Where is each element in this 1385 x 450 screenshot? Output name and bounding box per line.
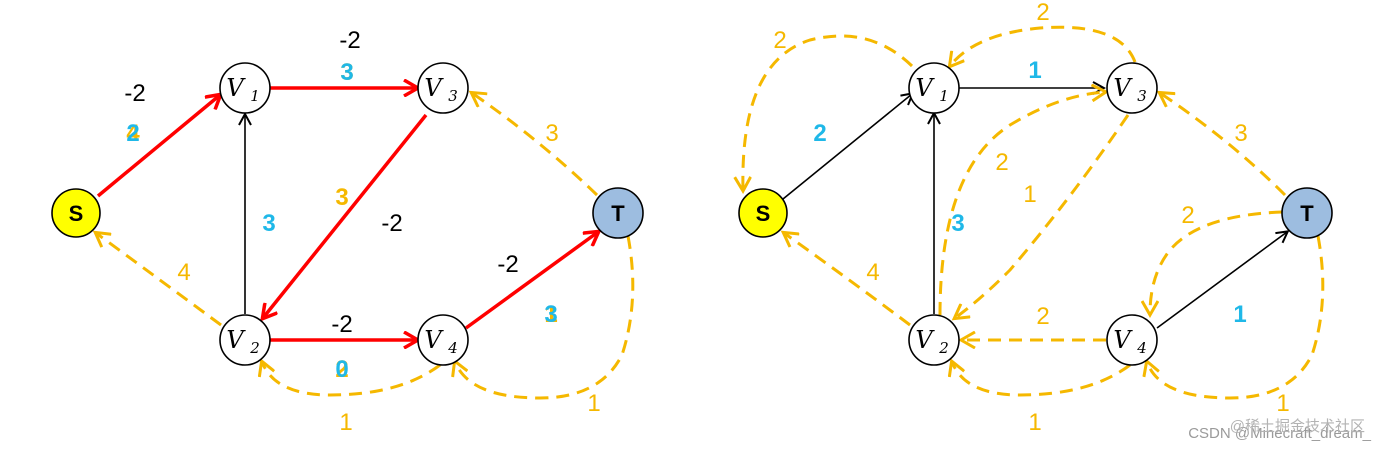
label-v2-v4-cap-a: 2 — [335, 356, 348, 383]
edge-r-v4-v2-low-dashed — [952, 362, 1131, 397]
svg-text:V: V — [1113, 74, 1133, 102]
edge-s-v1 — [96, 95, 220, 198]
svg-text:3: 3 — [1137, 87, 1147, 105]
label-s-v1-cap-a: 4 — [126, 120, 140, 147]
svg-text:1: 1 — [939, 87, 949, 105]
label-v4-t-cap-a: 1 — [544, 301, 557, 328]
node-t: T — [592, 187, 644, 239]
label-r-t-v4-low-cap: 1 — [1276, 390, 1289, 417]
svg-text:1: 1 — [250, 87, 260, 105]
label-v2-s-cap: 4 — [177, 259, 190, 286]
svg-text:V: V — [915, 74, 935, 102]
edge-t-v4-dashed — [455, 235, 635, 400]
label-v4-v2-cap: 1 — [339, 409, 352, 436]
label-r-v2-v1-cap: 3 — [951, 210, 964, 237]
edge-r-s-v1 — [782, 94, 912, 200]
svg-text:V: V — [1113, 326, 1133, 354]
edge-v4-v2-dashed — [262, 362, 441, 397]
node-r-t: T — [1281, 187, 1333, 239]
edge-t-v3-dashed — [472, 93, 599, 197]
label-r-t-v4-cap: 2 — [1181, 202, 1194, 229]
svg-text:2: 2 — [249, 339, 260, 357]
node-r-s: S — [738, 188, 788, 238]
node-v2: V 2 — [219, 314, 271, 366]
svg-text:4: 4 — [1136, 339, 1147, 357]
svg-text:4: 4 — [447, 339, 458, 357]
edge-r-v1-s-dashed — [743, 34, 914, 190]
node-r-v4: V 4 — [1106, 314, 1158, 366]
label-r-v4-v2-cap: 2 — [1036, 303, 1049, 330]
svg-text:2: 2 — [938, 339, 949, 357]
node-v3: V 3 — [417, 62, 469, 114]
node-v1: V 1 — [219, 62, 271, 114]
label-v1-v3-cost: -2 — [339, 27, 360, 54]
node-v4: V 4 — [417, 314, 469, 366]
graph-right: S V 1 V 3 V 2 V 4 T 2 1 3 1 2 — [738, 0, 1333, 436]
label-v3-v2-cap-a: 3 — [335, 184, 348, 211]
svg-text:T: T — [1300, 201, 1314, 226]
edge-r-v2-v3-dashed — [938, 92, 1105, 316]
label-v2-v4-cap-b: 0 — [335, 356, 348, 383]
svg-text:S: S — [756, 201, 771, 226]
edge-r-t-v4-dashed — [1150, 210, 1283, 314]
edge-v4-t — [464, 232, 598, 330]
svg-text:V: V — [226, 74, 246, 102]
node-r-v2: V 2 — [908, 314, 960, 366]
label-r-t-v3-cap: 3 — [1234, 120, 1247, 147]
node-s: S — [51, 188, 101, 238]
edge-v3-v2 — [263, 113, 428, 318]
edge-v2-s-dashed — [96, 233, 222, 327]
edge-r-t-v4-low-dashed — [1147, 235, 1325, 400]
label-v1-v3-cap-a: 3 — [340, 59, 353, 86]
svg-text:V: V — [424, 326, 444, 354]
svg-text:V: V — [424, 74, 444, 102]
label-r-v4-v2-low-cap: 1 — [1028, 409, 1041, 436]
edge-r-v2-s-dashed — [784, 233, 911, 327]
svg-text:V: V — [915, 326, 935, 354]
watermark-text: CSDN @Minecraft_dream_ — [1188, 425, 1371, 442]
svg-text:V: V — [226, 326, 246, 354]
label-t-v3-cap: 3 — [545, 120, 558, 147]
label-t-v4-cap: 1 — [587, 390, 600, 417]
svg-text:T: T — [611, 201, 625, 226]
label-r-v1-v3-cap: 1 — [1028, 57, 1041, 84]
label-r-v3-v1-cap: 2 — [1036, 0, 1049, 26]
label-v2-v1-cap: 3 — [262, 210, 275, 237]
label-r-s-v1-cap: 2 — [813, 120, 826, 147]
node-r-v3: V 3 — [1106, 62, 1158, 114]
svg-text:3: 3 — [448, 87, 458, 105]
label-v1-v3-cap-b: 3 — [340, 59, 353, 86]
node-r-v1: V 1 — [908, 62, 960, 114]
label-r-v4-t-cap: 1 — [1233, 301, 1246, 328]
label-r-v2-v3-cap: 2 — [995, 149, 1008, 176]
edge-r-v3-v1-dashed — [950, 25, 1137, 66]
label-r-v3-v2-cap: 1 — [1023, 181, 1036, 208]
label-v4-t-cost: -2 — [497, 251, 518, 278]
watermark: CSDN @Minecraft_dream_ @稀土掘金技术社区 — [1188, 418, 1371, 442]
label-v4-t-cap-b: 3 — [544, 301, 557, 328]
label-r-v2-s-cap: 4 — [866, 259, 879, 286]
label-v3-v2-cost: -2 — [381, 210, 402, 237]
graph-left: S V 1 V 3 V 2 V 4 T -2 4 2 -2 — [51, 27, 644, 436]
label-v2-v4-cost: -2 — [331, 311, 352, 338]
edge-r-v3-v2-dashed — [955, 114, 1130, 318]
svg-text:S: S — [69, 201, 84, 226]
edge-r-t-v3-dashed — [1160, 93, 1287, 197]
label-s-v1-cost: -2 — [124, 80, 145, 107]
label-s-v1-cap-b: 2 — [126, 120, 139, 147]
watermark-overlay-text: @稀土掘金技术社区 — [1229, 418, 1365, 435]
edge-r-v4-t — [1156, 232, 1287, 329]
label-r-v1-s-cap: 2 — [773, 27, 786, 54]
